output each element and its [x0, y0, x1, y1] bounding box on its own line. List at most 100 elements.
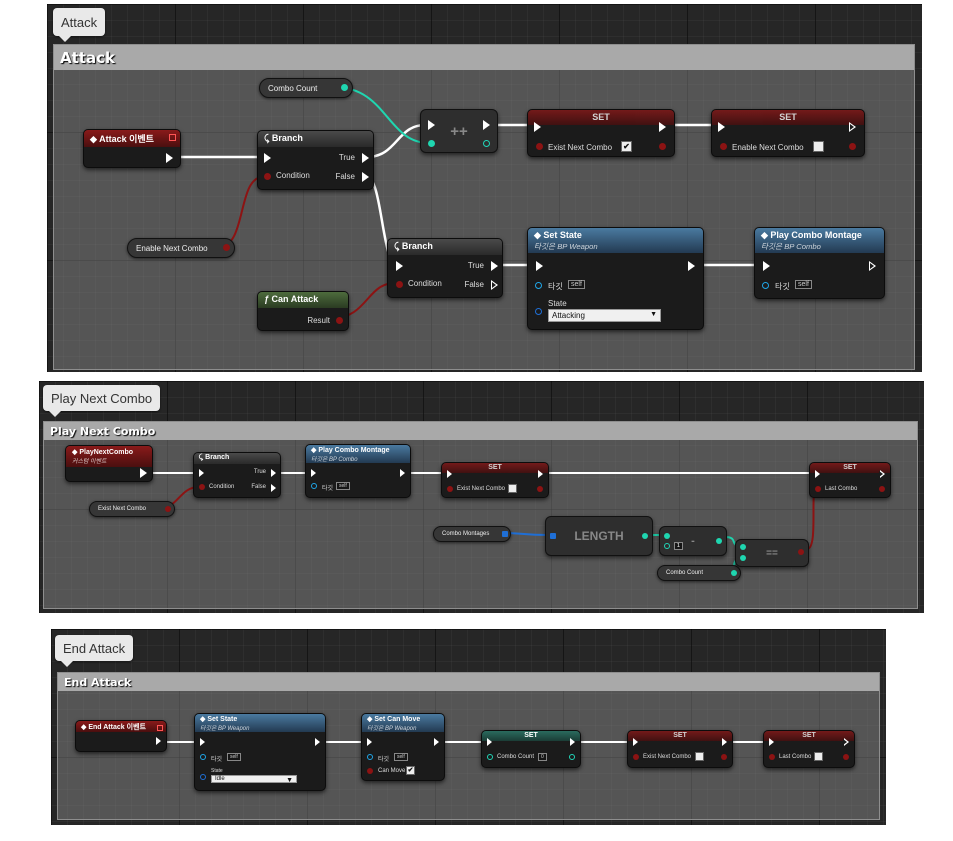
pnc-combo-count-out-pin[interactable]	[731, 570, 737, 576]
play-combo-self-field[interactable]: self	[795, 280, 812, 289]
can-attack-node[interactable]: ƒ Can Attack Result	[257, 291, 349, 331]
pnc-combo-count-getter[interactable]: Combo Count	[657, 565, 741, 581]
set1-checkbox[interactable]: ✔	[621, 141, 632, 152]
end-set1-exec-in[interactable]	[487, 738, 492, 746]
branch2-condition-pin[interactable]	[396, 281, 403, 288]
set1-exec-in[interactable]	[534, 122, 541, 132]
pnc-event-exec-out[interactable]	[140, 468, 147, 478]
increment-exec-out[interactable]	[483, 120, 490, 130]
subtract-a-pin[interactable]	[664, 533, 670, 539]
pnc-set-exist-next-combo-node[interactable]: SET Exist Next Combo	[441, 462, 549, 498]
pnc-set2-exec-in[interactable]	[815, 470, 820, 478]
end-set2-exec-in[interactable]	[633, 738, 638, 746]
pnc-set-last-combo-node[interactable]: SET Last Combo	[809, 462, 891, 498]
combo-montages-getter[interactable]: Combo Montages	[433, 526, 511, 542]
increment-exec-in[interactable]	[428, 120, 435, 130]
length-node[interactable]: LENGTH	[545, 516, 653, 556]
set-state-dropdown[interactable]: Attacking	[548, 309, 661, 322]
pnc-play-combo-target-pin[interactable]	[311, 483, 317, 489]
equals-a-pin[interactable]	[740, 544, 746, 550]
branch2-node[interactable]: ⤹ Branch Condition True False	[387, 238, 503, 298]
end-set1-value-field[interactable]: 0	[538, 753, 547, 761]
play-next-combo-graph-panel[interactable]: Play Next Combo Play Next Combo ◆ PlayNe…	[39, 381, 924, 613]
subtract-b-pin[interactable]	[664, 543, 670, 549]
combo-count-getter[interactable]: Combo Count	[259, 78, 353, 98]
end-set-state-exec-in[interactable]	[200, 738, 205, 746]
pnc-set1-checkbox[interactable]	[508, 484, 517, 493]
subtract-b-field[interactable]: 1	[674, 542, 683, 550]
pnc-branch-condition-pin[interactable]	[199, 484, 205, 490]
set-can-move-value-pin[interactable]	[367, 768, 373, 774]
combo-count-out-pin[interactable]	[341, 84, 348, 91]
set-state-exec-out[interactable]	[688, 261, 695, 271]
set-state-exec-in[interactable]	[536, 261, 543, 271]
combo-montages-out-pin[interactable]	[502, 531, 508, 537]
end-attack-graph-panel[interactable]: End Attack End Attack ◆ End Attack 이벤트 ◆…	[51, 629, 886, 825]
end-set1-exec-out[interactable]	[570, 738, 575, 746]
set-state-node[interactable]: ◆ Set State 타깃은 BP Weapon 타깃 self State …	[527, 227, 704, 330]
play-next-combo-tab[interactable]: Play Next Combo	[43, 385, 161, 417]
attack-tab[interactable]: Attack	[53, 8, 106, 42]
end-set3-exec-out[interactable]	[843, 738, 849, 746]
end-set-exist-next-combo-node[interactable]: SET Exist Next Combo	[627, 730, 733, 768]
attack-event-delegate-pin[interactable]	[169, 134, 176, 141]
set2-exec-out[interactable]	[849, 122, 856, 132]
equals-out-pin[interactable]	[798, 549, 804, 555]
set-can-move-self-field[interactable]: self	[394, 753, 408, 761]
set-state-target-pin[interactable]	[535, 282, 542, 289]
end-set2-value-out[interactable]	[721, 754, 727, 760]
end-set1-value-in[interactable]	[487, 754, 493, 760]
enable-next-combo-getter[interactable]: Enable Next Combo	[127, 238, 235, 258]
set-state-self-field[interactable]: self	[568, 280, 585, 289]
attack-event-node[interactable]: ◆ Attack 이벤트	[83, 129, 181, 168]
branch1-exec-in[interactable]	[264, 153, 271, 163]
end-set-state-self-field[interactable]: self	[227, 753, 241, 761]
branch1-condition-pin[interactable]	[264, 173, 271, 180]
play-next-combo-event-node[interactable]: ◆ PlayNextCombo 커스텀 이벤트	[65, 445, 153, 482]
attack-comment-box[interactable]: Attack	[53, 44, 915, 370]
end-set-state-dropdown[interactable]: Idle	[211, 775, 297, 784]
end-set3-value-out[interactable]	[843, 754, 849, 760]
increment-value-in[interactable]	[428, 140, 435, 147]
set-can-move-checkbox[interactable]: ✔	[406, 766, 415, 775]
pnc-set1-exec-in[interactable]	[447, 470, 452, 478]
set-can-move-node[interactable]: ◆ Set Can Move 타깃은 BP Weapon 타깃 self Can…	[361, 713, 445, 781]
subtract-out-pin[interactable]	[716, 538, 722, 544]
end-set2-checkbox[interactable]	[695, 752, 704, 761]
end-set-state-exec-out[interactable]	[315, 738, 320, 746]
set-exist-next-combo-node[interactable]: SET Exist Next Combo ✔	[527, 109, 675, 157]
play-next-combo-comment-box[interactable]: Play Next Combo	[43, 421, 918, 609]
set-can-move-exec-in[interactable]	[367, 738, 372, 746]
play-combo-exec-in[interactable]	[763, 261, 770, 271]
branch1-true-pin[interactable]	[362, 153, 369, 163]
length-in-pin[interactable]	[550, 533, 556, 539]
end-set3-exec-in[interactable]	[769, 738, 774, 746]
end-set1-value-out[interactable]	[569, 754, 575, 760]
length-out-pin[interactable]	[642, 533, 648, 539]
end-set-state-node[interactable]: ◆ Set State 타깃은 BP Weapon 타깃 self State …	[194, 713, 326, 791]
branch2-exec-in[interactable]	[396, 261, 403, 271]
branch1-node[interactable]: ⤹ Branch Condition True False	[257, 130, 374, 190]
set-can-move-target-pin[interactable]	[367, 754, 373, 760]
pnc-branch-node[interactable]: ⤹ Branch Condition True False	[193, 452, 281, 498]
pnc-set2-exec-out[interactable]	[879, 470, 885, 478]
pnc-play-combo-node[interactable]: ◆ Play Combo Montage 타깃은 BP Combo 타깃 sel…	[305, 444, 411, 498]
equals-node[interactable]: ==	[735, 539, 809, 567]
pnc-branch-true-pin[interactable]	[271, 469, 276, 477]
pnc-play-combo-self-field[interactable]: self	[336, 482, 350, 490]
subtract-node[interactable]: - 1	[659, 526, 727, 556]
set-state-state-pin[interactable]	[535, 308, 542, 315]
play-combo-montage-node[interactable]: ◆ Play Combo Montage 타깃은 BP Combo 타깃 sel…	[754, 227, 885, 299]
set1-value-out[interactable]	[659, 143, 666, 150]
play-combo-exec-out[interactable]	[869, 261, 876, 271]
branch2-false-pin[interactable]	[491, 280, 498, 290]
end-set3-checkbox[interactable]	[814, 752, 823, 761]
increment-value-out[interactable]	[483, 140, 490, 147]
enable-next-combo-out-pin[interactable]	[223, 244, 230, 251]
set2-value-out[interactable]	[849, 143, 856, 150]
pnc-set2-value-out[interactable]	[879, 486, 885, 492]
end-set3-value-in[interactable]	[769, 754, 775, 760]
end-set-state-target-pin[interactable]	[200, 754, 206, 760]
set1-value-in[interactable]	[536, 143, 543, 150]
end-set-combo-count-node[interactable]: SET Combo Count 0	[481, 730, 581, 768]
